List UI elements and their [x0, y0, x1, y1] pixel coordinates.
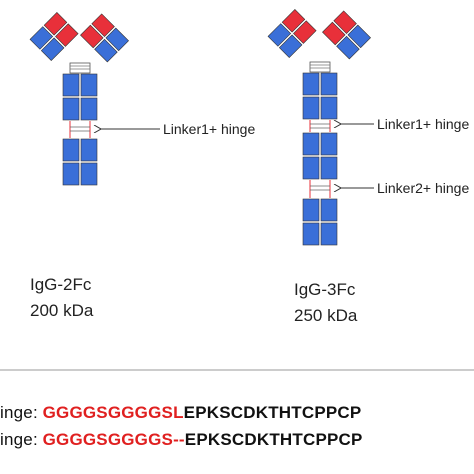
fab-arm-right: [80, 13, 129, 63]
sequence-label: inge:: [0, 403, 38, 422]
linker2-label-3fc: Linker2+ hinge: [377, 180, 469, 196]
fab-arm-left: [29, 12, 79, 61]
fab-arm-right-3fc: [322, 10, 371, 60]
linker-sequence: GGGGSGGGGS--: [42, 430, 185, 449]
fc-domain-2: [62, 138, 98, 186]
fc-domain-3-3fc: [302, 198, 338, 246]
linker1-label-3fc: Linker1+ hinge: [377, 116, 469, 132]
fc-domain-1: [62, 73, 98, 121]
igg-2fc-structure: Linker1+ hinge IgG-2Fc 200 kDa: [29, 12, 255, 320]
igg-2fc-name: IgG-2Fc: [30, 275, 92, 294]
hinge-region-3fc: [309, 61, 331, 73]
igg-2fc-mass: 200 kDa: [30, 301, 94, 320]
fc-domain-1-3fc: [302, 72, 338, 120]
linker-hinge-2-3fc: [309, 180, 331, 198]
fc-domain-2-3fc: [302, 132, 338, 180]
hinge-sequence: EPKSCDKTHTCPPCP: [183, 403, 362, 422]
hinge-sequence: EPKSCDKTHTCPPCP: [184, 430, 363, 449]
linker-hinge-1: [69, 121, 91, 138]
igg-3fc-name: IgG-3Fc: [294, 280, 356, 299]
sequence-row-2: inge: GGGGSGGGGS--EPKSCDKTHTCPPCP: [0, 430, 363, 450]
linker-hinge-1-3fc: [309, 120, 331, 132]
igg-3fc-mass: 250 kDa: [294, 306, 358, 325]
hinge-region: [69, 62, 91, 74]
linker1-label: Linker1+ hinge: [163, 121, 255, 137]
sequence-label: inge:: [0, 430, 38, 449]
igg-3fc-structure: Linker1+ hinge Linker2+ hinge IgG-3Fc 25…: [267, 9, 469, 325]
fab-arm-left-3fc: [267, 9, 317, 58]
linker-sequence: GGGGSGGGGSL: [42, 403, 184, 422]
sequence-row-1: inge: GGGGSGGGGSLEPKSCDKTHTCPPCP: [0, 403, 361, 423]
